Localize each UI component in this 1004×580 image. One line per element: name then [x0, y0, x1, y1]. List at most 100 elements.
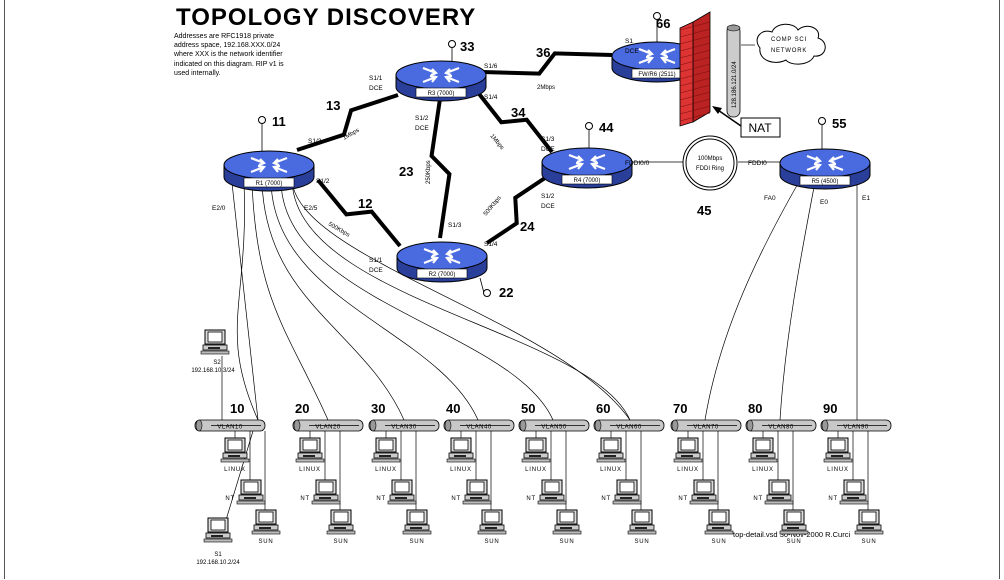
interface-label: DCE: [369, 85, 383, 92]
host-label: SUN: [484, 539, 499, 545]
nt-pc-icon: NT: [451, 479, 492, 505]
interface-label: FDDI0: [748, 160, 767, 167]
wan-links: [296, 51, 613, 248]
external-network: 128.186.121.0/24: [726, 24, 741, 118]
vlan-number: 60: [596, 401, 610, 416]
interface-label: S1/3: [448, 222, 462, 229]
wire-fa0: [704, 179, 801, 421]
router-marker: [483, 289, 491, 297]
router-label: R3 (7000): [428, 91, 455, 97]
linux-pc-icon: LINUX: [823, 437, 853, 473]
interface-label: S1/2: [316, 178, 330, 185]
host-label: NT: [526, 496, 536, 502]
sun-pc-icon: SUN: [326, 509, 356, 545]
wire-vlan: [261, 182, 405, 421]
server-ip: 192.168.10.2/24: [196, 560, 240, 566]
router-arrows-icon: [423, 247, 461, 265]
host-label: NT: [376, 496, 386, 502]
sun-pc-icon: SUN: [477, 509, 507, 545]
cloud-label-2: NETWORK: [771, 48, 807, 54]
router-arrows-icon: [422, 66, 460, 84]
vlan-label: VLAN20: [315, 425, 341, 431]
vlan-label: VLAN90: [843, 425, 869, 431]
nt-pc-icon: NT: [601, 479, 642, 505]
interface-label: S1/6: [484, 63, 498, 70]
host-label: SUN: [634, 539, 649, 545]
host-label: SUN: [333, 539, 348, 545]
vlan-label: VLAN70: [693, 425, 719, 431]
interface-label: S1/1: [369, 75, 383, 82]
router-number: 44: [599, 120, 614, 135]
link-34: [474, 88, 554, 154]
server-ip: 192.168.10.3/24: [191, 368, 235, 374]
server-s1-icon: [203, 517, 233, 543]
nat-box: NAT: [712, 106, 781, 138]
vlan-number: 80: [748, 401, 762, 416]
router-arrows-icon: [806, 154, 844, 172]
vlan-number: 70: [673, 401, 687, 416]
link-36: [481, 51, 613, 76]
nt-pc-icon: NT: [300, 479, 341, 505]
wire-e2-0: [231, 182, 259, 421]
interface-label: S1/2: [541, 193, 555, 200]
vlan-50: VLAN50: [518, 419, 590, 510]
firewall-icon: [679, 11, 711, 127]
vlan-label: VLAN80: [768, 425, 794, 431]
vlan-number: 40: [446, 401, 460, 416]
router-label-box: [416, 268, 468, 279]
interface-label: DCE: [369, 267, 383, 274]
footer-note: top-detail.vsd 30-Nov-2000 R.Curci: [733, 530, 851, 539]
interface-label: S1/4: [484, 241, 498, 248]
host-label: SUN: [258, 539, 273, 545]
vlan-10: VLAN10: [194, 419, 266, 510]
link-speed: 500Kbps: [483, 195, 503, 217]
vlan-label: VLAN30: [391, 425, 417, 431]
wire-s1: [225, 430, 254, 521]
interface-label: E2/0: [212, 205, 226, 212]
linux-pc-icon: LINUX: [446, 437, 476, 473]
vlan-60: VLAN60: [593, 419, 665, 510]
router-label: R1 (7000): [256, 181, 283, 187]
link-speed: 500Kbps: [327, 222, 351, 239]
link-number: 13: [326, 98, 340, 113]
linux-pc-icon: LINUX: [748, 437, 778, 473]
vlan-number: 30: [371, 401, 385, 416]
vlan-number: 10: [230, 401, 244, 416]
router-label: R2 (7000): [429, 272, 456, 278]
sun-pc-icon: SUN: [854, 509, 884, 545]
router-number: 22: [499, 285, 513, 300]
host-label: NT: [601, 496, 611, 502]
wire-vlan: [270, 182, 479, 421]
router-label-box: [243, 177, 295, 188]
host-label: LINUX: [752, 467, 774, 473]
router-arrows-icon: [568, 153, 606, 171]
vlan-number: 20: [295, 401, 309, 416]
arrow-icon: [712, 106, 722, 114]
host-label: SUN: [409, 539, 424, 545]
router-label-box: [799, 175, 851, 186]
diagram-title: TOPOLOGY DISCOVERY: [176, 4, 477, 31]
interface-label: DCE: [415, 125, 429, 132]
interface-label: S1/3: [541, 136, 555, 143]
sun-pc-icon: SUN: [704, 509, 734, 545]
wire-vlan: [251, 182, 329, 421]
interface-label: E0: [820, 199, 828, 206]
router-label: FW/R6 (2511): [638, 72, 675, 78]
host-label: LINUX: [299, 467, 321, 473]
wire-e0: [779, 181, 816, 421]
wire-vlan: [236, 182, 259, 421]
link-number: 24: [520, 219, 535, 234]
server-name: S2: [213, 360, 221, 366]
router-label-box: [561, 174, 613, 185]
router-label: R4 (7000): [574, 178, 601, 184]
router-number: 55: [832, 116, 846, 131]
linux-pc-icon: LINUX: [521, 437, 551, 473]
linux-pc-icon: LINUX: [220, 437, 250, 473]
interface-label: DCE: [625, 48, 639, 55]
link-number: 23: [399, 164, 413, 179]
vlan-number: 50: [521, 401, 535, 416]
address-description: Addresses are RFC1918 private address sp…: [174, 33, 284, 77]
interface-label: S1/3: [308, 138, 322, 145]
host-label: SUN: [861, 539, 876, 545]
